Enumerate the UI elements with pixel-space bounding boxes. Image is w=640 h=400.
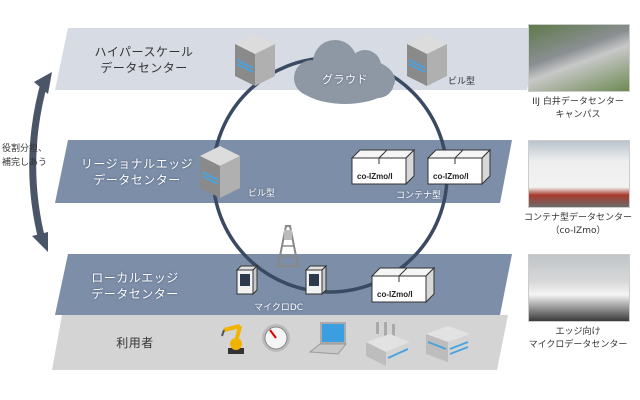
photo-caption: コンテナ型データセンター （co-IZmo） bbox=[516, 212, 640, 238]
caption-line: キャンパス bbox=[555, 110, 601, 120]
factory-icon bbox=[366, 322, 410, 366]
container-icon: co-IZmo/I bbox=[426, 148, 492, 186]
datacenter-campus-photo bbox=[528, 24, 630, 92]
antenna-tower-icon bbox=[276, 225, 300, 267]
photo-caption: エッジ向け マイクロデータセンター bbox=[516, 326, 640, 352]
tier-label-users: 利用者 bbox=[116, 336, 154, 350]
robot-arm-icon bbox=[221, 324, 244, 354]
tier-label-line: データセンター bbox=[93, 173, 181, 187]
server-building-icon bbox=[235, 34, 275, 86]
tier-label-local-edge: ローカルエッジ データセンター bbox=[80, 270, 190, 302]
building-type-label: ビル型 bbox=[248, 189, 276, 199]
micro-dc-label: マイクロDC bbox=[254, 303, 304, 313]
caption-line: エッジ向け bbox=[555, 327, 601, 337]
side-note-line: 役割分担、 bbox=[2, 144, 48, 154]
caption-line: IIJ 白井データセンター bbox=[532, 97, 624, 107]
container-datacenter-photo bbox=[528, 140, 630, 208]
building-type-label: ビル型 bbox=[448, 77, 476, 87]
container-icon: co-IZmo/I bbox=[350, 148, 416, 186]
container-icon: co-IZmo/I bbox=[370, 266, 436, 304]
tier-label-line: ローカルエッジ bbox=[91, 271, 179, 285]
caption-line: マイクロデータセンター bbox=[528, 340, 628, 350]
cloud-label: グラウド bbox=[322, 73, 368, 86]
container-type-label: コンテナ型 bbox=[396, 191, 442, 201]
tier-label-line: ハイパースケール bbox=[94, 45, 194, 59]
tier-label-hyperscale: ハイパースケール データセンター bbox=[84, 44, 204, 76]
svg-text:co-IZmo/I: co-IZmo/I bbox=[377, 290, 413, 299]
cloud-icon bbox=[294, 40, 395, 104]
micro-dc-icon bbox=[235, 264, 259, 296]
side-note: 役割分担、 補完しあう bbox=[2, 142, 47, 170]
svg-text:co-IZmo/I: co-IZmo/I bbox=[357, 172, 393, 181]
server-building-icon bbox=[200, 146, 240, 198]
double-arrow-icon bbox=[29, 72, 52, 252]
tier-label-regional-edge: リージョナルエッジ データセンター bbox=[72, 156, 202, 188]
svg-text:co-IZmo/I: co-IZmo/I bbox=[433, 172, 469, 181]
tier-label-line: データセンター bbox=[91, 287, 179, 301]
server-building-icon bbox=[407, 34, 447, 86]
caption-line: （co-IZmo） bbox=[550, 226, 606, 236]
side-note-line: 補完しあう bbox=[2, 158, 48, 168]
micro-datacenter-photo bbox=[528, 254, 630, 322]
tier-label-line: データセンター bbox=[100, 61, 188, 75]
caption-line: コンテナ型データセンター bbox=[523, 213, 632, 223]
photo-caption: IIJ 白井データセンター キャンパス bbox=[516, 96, 640, 122]
gauge-icon bbox=[262, 324, 290, 352]
micro-dc-icon bbox=[304, 264, 328, 296]
laptop-icon bbox=[308, 322, 348, 355]
tier-label-line: リージョナルエッジ bbox=[80, 157, 194, 171]
office-building-icon bbox=[426, 326, 470, 362]
